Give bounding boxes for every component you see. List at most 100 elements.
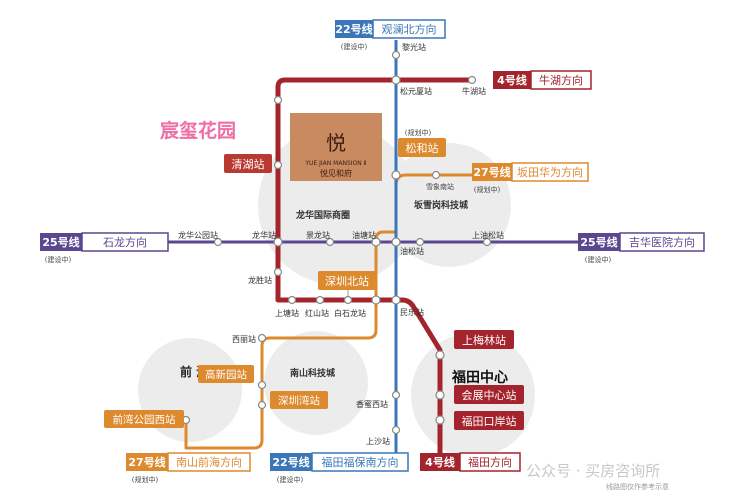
- station-dot: [257, 400, 267, 410]
- station-songyuanxia: 松元厦站: [400, 86, 432, 96]
- watermark-main: 公众号 · 买房咨询所: [526, 462, 660, 480]
- badge-l25-west: 25号线 石龙方向 (建设中): [40, 232, 169, 264]
- badge-dir-bg: [167, 452, 251, 472]
- badge-direction: 牛湖方向: [539, 73, 583, 87]
- station-dot: [391, 170, 401, 180]
- station-shangtang: 上塘站: [275, 308, 299, 318]
- brand-logo: 悦: [326, 131, 346, 155]
- badge-line-bg: [270, 453, 312, 471]
- station-jinglong: 景龙站: [306, 230, 330, 240]
- badge-direction: 南山前海方向: [176, 455, 242, 469]
- label-text: 上梅林站: [462, 333, 506, 347]
- badge-dir-bg: [511, 162, 589, 182]
- station-dot: [371, 295, 381, 305]
- label-text: 深圳北站: [325, 274, 369, 288]
- label-bg: [454, 411, 524, 430]
- badge-line-bg: [40, 233, 82, 251]
- station-dot: [391, 390, 401, 400]
- station-dot: [435, 415, 445, 425]
- station-dot: [257, 380, 267, 390]
- station-hongshan: 红山站: [305, 308, 329, 318]
- badge-l27-south: 27号线 南山前海方向 (规划中): [126, 452, 251, 484]
- badge-dir-bg: [619, 232, 705, 252]
- badge-line-bg: [493, 71, 531, 89]
- station-baishilong: 白石龙站: [334, 308, 366, 318]
- badge-dir-bg: [530, 70, 592, 90]
- badge-direction: 福田福保南方向: [322, 455, 399, 469]
- station-dot: [391, 425, 401, 435]
- station-xili: 西丽站: [232, 334, 256, 344]
- station-dot: [391, 237, 401, 247]
- station-dot: [435, 390, 445, 400]
- badge-line-bg: [578, 233, 620, 251]
- badge-line-num: 25号线: [42, 235, 79, 249]
- badge-line-bg: [126, 453, 168, 471]
- badge-line-num: 22号线: [335, 22, 372, 36]
- station-qianwan-label: 前湾公园西站: [104, 410, 184, 428]
- station-dot: [391, 75, 401, 85]
- station-dot: [415, 237, 425, 247]
- station-songhe-label: 松和站: [398, 138, 446, 157]
- station-dot: [325, 237, 335, 247]
- label-bg: [198, 365, 254, 383]
- station-youshong: 油松站: [400, 246, 424, 256]
- badge-line-bg: [335, 20, 373, 38]
- station-dots: [181, 50, 492, 435]
- badge-l27-east: 27号线 坂田华为方向 (规划中): [472, 162, 589, 194]
- label-bg: [398, 138, 446, 157]
- label-bg: [454, 330, 514, 349]
- station-dot: [273, 237, 283, 247]
- badge-note: (建设中): [341, 42, 368, 51]
- brand-box-bg: [290, 113, 382, 181]
- badge-direction: 坂田华为方向: [517, 165, 583, 179]
- station-dot: [273, 267, 283, 277]
- label-text: 高新园站: [205, 368, 247, 381]
- badge-line-num: 27号线: [473, 165, 510, 179]
- area-bantian: 坂雪岗科技城: [414, 199, 468, 211]
- nanshan-area-circle: [264, 331, 368, 435]
- station-dot: [391, 295, 401, 305]
- badge-direction: 福田方向: [468, 455, 512, 469]
- station-longhuagongyuan: 龙华公园站: [178, 230, 218, 240]
- badge-note: (建设中): [277, 475, 304, 484]
- watermark-sub: 线路图仅作参考示意: [606, 482, 669, 491]
- station-dot: [482, 237, 492, 247]
- songhe-note: (规划中): [405, 128, 432, 137]
- station-futiankouan-label: 福田口岸站: [454, 411, 524, 430]
- label-text: 福田口岸站: [462, 414, 517, 428]
- badge-l22-south: 22号线 福田福保南方向 (建设中): [270, 452, 409, 484]
- badge-dir-bg: [459, 452, 521, 472]
- label-text: 松和站: [406, 141, 439, 155]
- station-shenzhenwan-label: 深圳湾站: [270, 391, 328, 409]
- label-text: 会展中心站: [462, 388, 517, 402]
- station-dot: [273, 160, 283, 170]
- badge-line-num: 27号线: [128, 455, 165, 469]
- station-dot: [273, 95, 283, 105]
- station-xiangmihu: 香蜜西站: [356, 399, 388, 409]
- badge-note: (规划中): [474, 185, 501, 194]
- badge-direction: 吉华医院方向: [629, 235, 695, 249]
- area-longhua: 龙华国际商圈: [295, 209, 350, 221]
- badge-line-bg: [472, 163, 512, 181]
- station-shangyousong: 上油松站: [472, 230, 504, 240]
- badge-note: (建设中): [585, 255, 612, 264]
- badge-l4-north: 4号线 牛湖方向: [493, 70, 592, 90]
- station-dot: [257, 333, 267, 343]
- label-text: 深圳湾站: [278, 394, 320, 407]
- badge-direction: 石龙方向: [103, 235, 147, 249]
- project-name: 宸玺花园: [160, 119, 236, 142]
- badge-line-num: 4号线: [425, 455, 455, 469]
- badge-dir-bg: [81, 232, 169, 252]
- area-futian: 福田中心: [451, 369, 508, 386]
- badge-dir-bg: [372, 19, 446, 39]
- badge-line-num: 25号线: [580, 235, 617, 249]
- line4-track: [275, 77, 473, 455]
- station-dot: [213, 237, 223, 247]
- station-shangsha: 上沙站: [366, 436, 390, 446]
- area-nanshan: 南山科技城: [290, 367, 335, 379]
- badge-line-num: 22号线: [272, 455, 309, 469]
- station-huizhan-label: 会展中心站: [454, 385, 524, 404]
- badge-note: (规划中): [132, 475, 159, 484]
- station-dot: [431, 170, 441, 180]
